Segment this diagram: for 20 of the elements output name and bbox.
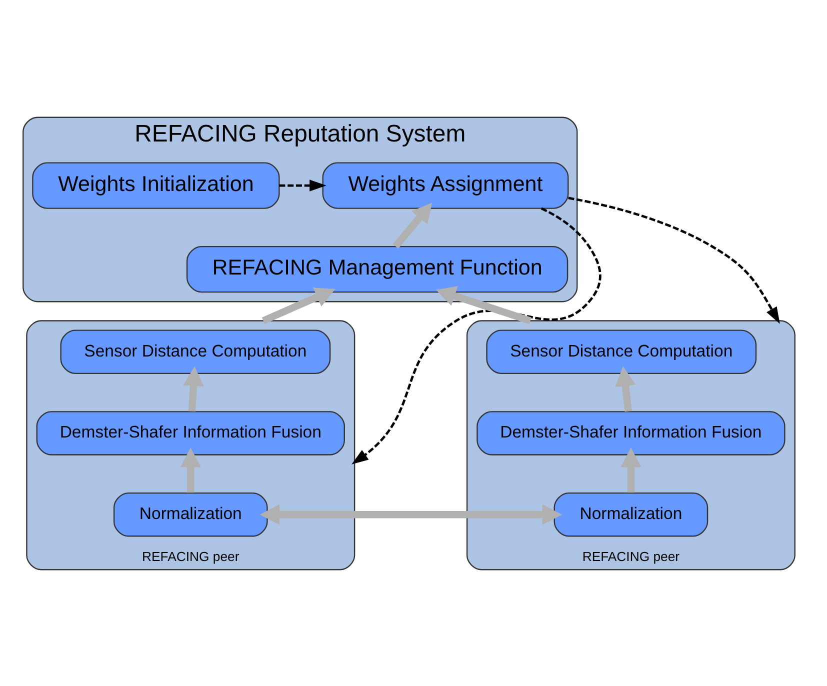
node-box: Normalization bbox=[554, 492, 708, 536]
arrow bbox=[392, 202, 432, 248]
arrow bbox=[615, 366, 636, 412]
node-box: Sensor Distance Computation bbox=[60, 329, 331, 374]
arrow bbox=[436, 286, 532, 324]
node-box: Demster-Shafer Information Fusion bbox=[476, 410, 786, 455]
node-box: Demster-Shafer Information Fusion bbox=[36, 410, 345, 455]
arrow bbox=[352, 206, 602, 464]
node-box: Weights Initialization bbox=[32, 162, 280, 208]
node-box: Normalization bbox=[113, 492, 268, 536]
arrow bbox=[260, 504, 562, 524]
arrow bbox=[279, 179, 326, 191]
arrow bbox=[180, 447, 201, 492]
arrow bbox=[183, 366, 204, 411]
node-box: REFACING Management Function bbox=[186, 245, 568, 292]
arrow bbox=[568, 196, 780, 324]
node-box: Weights Assignment bbox=[322, 162, 569, 208]
arrow bbox=[620, 447, 642, 492]
node-box: Sensor Distance Computation bbox=[486, 329, 757, 374]
arrow bbox=[262, 287, 336, 324]
